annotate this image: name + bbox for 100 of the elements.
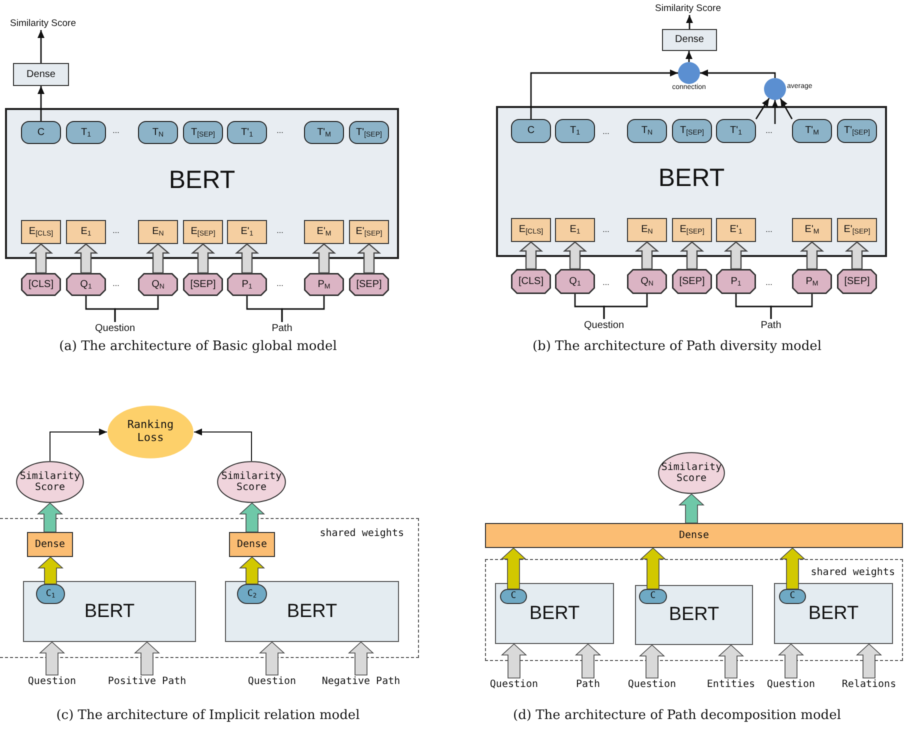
input-token-octagon xyxy=(555,269,595,294)
node-label: BERT xyxy=(168,166,236,195)
ellipsis-text: ... xyxy=(112,278,120,290)
similarity-score-ellipse xyxy=(217,461,286,503)
input-token-octagon xyxy=(21,273,61,296)
node-label: E$_{[CLS]}$ xyxy=(28,226,54,238)
node-label: Similarity Score xyxy=(220,470,283,494)
ellipsis-text: ... xyxy=(276,278,284,290)
arrow xyxy=(530,70,678,119)
node-label: [CLS] xyxy=(518,276,544,288)
block-arrow xyxy=(500,547,527,590)
block-arrow xyxy=(718,644,744,678)
figure-caption: (a) The architecture of Basic global model xyxy=(58,338,338,356)
arrow xyxy=(686,51,692,62)
block-arrow xyxy=(234,243,260,274)
node-label: T$_{[SEP]}$ xyxy=(190,126,215,138)
figure-caption: (c) The architecture of Implicit relation model xyxy=(55,707,361,725)
dense-layer-box xyxy=(13,63,69,86)
operation-circle xyxy=(764,78,786,100)
node-label: BERT xyxy=(658,164,725,193)
shared-weights-region xyxy=(0,518,419,658)
block-arrow xyxy=(348,641,374,676)
node-label: T'$_{M}$ xyxy=(805,125,819,137)
node-label: T'$_{1}$ xyxy=(730,125,742,137)
label-text: Path xyxy=(757,319,785,332)
block-arrow xyxy=(779,547,806,590)
embedding-box xyxy=(672,218,712,242)
node-label: C xyxy=(527,125,535,137)
node-label: E$_{N}$ xyxy=(152,226,164,238)
node-label: Similarity Score xyxy=(18,470,82,494)
node-label: BERT xyxy=(286,600,338,622)
block-arrow xyxy=(238,556,266,584)
block-arrow xyxy=(356,243,382,274)
node-label: Q$_{1}$ xyxy=(569,276,581,288)
node-label: BERT xyxy=(668,604,720,626)
bert-encoder-box xyxy=(495,583,614,644)
ellipsis-text: ... xyxy=(602,224,610,236)
node-label: BERT xyxy=(529,602,580,624)
label-text: Question xyxy=(244,675,300,688)
cls-output-box xyxy=(500,589,527,604)
output-token-box xyxy=(183,121,223,144)
block-arrow xyxy=(724,241,748,270)
input-token-octagon xyxy=(837,269,877,294)
block-arrow xyxy=(190,243,216,274)
output-token-box xyxy=(227,121,267,144)
bert-encoder-box xyxy=(496,106,887,257)
arrow xyxy=(772,100,778,124)
node-label: Dense xyxy=(675,34,704,46)
node-label: E'$_{M}$ xyxy=(804,224,820,236)
ellipsis-text: ... xyxy=(112,125,120,137)
embedding-box xyxy=(511,218,551,242)
embedding-box xyxy=(716,218,756,242)
block-arrow xyxy=(312,243,336,274)
node-label: shared weights xyxy=(320,528,404,540)
node-label: E$_{[CLS]}$ xyxy=(518,224,544,236)
similarity-score-ellipse xyxy=(16,461,84,503)
input-token-octagon xyxy=(627,269,667,294)
embedding-box xyxy=(183,220,223,244)
node-label: BERT xyxy=(84,600,135,622)
node-label: Similarity Score xyxy=(660,462,723,484)
output-token-box xyxy=(555,119,595,143)
node-label: C xyxy=(510,591,516,602)
block-arrow xyxy=(640,547,666,590)
ellipsis-text: ... xyxy=(764,277,774,289)
block-arrow xyxy=(678,493,705,524)
node-label: E$_{[SEP]}$ xyxy=(680,224,704,236)
block-arrow xyxy=(37,556,64,584)
node-label: E'$_{[SEP]}$ xyxy=(844,224,870,236)
node-label: E$_{N}$ xyxy=(641,224,653,236)
label-text: ... xyxy=(760,124,778,137)
dense-layer-box xyxy=(27,532,73,557)
node-label: Dense xyxy=(26,68,56,80)
block-arrow xyxy=(28,243,54,274)
bracket-line xyxy=(603,294,648,319)
node-label: [CLS] xyxy=(28,278,54,290)
node-label: E$_{[SEP]}$ xyxy=(190,226,216,238)
label-text: Positive Path xyxy=(104,675,190,688)
ellipsis-text: ... xyxy=(276,225,284,237)
output-token-box xyxy=(304,121,344,144)
input-token-octagon xyxy=(511,269,551,294)
node-label: [SEP] xyxy=(190,278,216,290)
node-label: C$_{2}$ xyxy=(247,588,257,600)
bert-encoder-box xyxy=(5,108,399,259)
block-arrow xyxy=(800,241,824,270)
block-arrow xyxy=(134,641,160,676)
operation-circle xyxy=(678,62,700,84)
node-label: T'$_{M}$ xyxy=(317,126,331,138)
node-label: Dense xyxy=(678,530,710,542)
label-text: Similarity Score xyxy=(648,2,728,15)
output-token-box xyxy=(511,119,551,143)
label-text: Question xyxy=(90,322,140,335)
node-label: T'$_{1}$ xyxy=(241,126,253,138)
embedding-box xyxy=(837,218,877,242)
similarity-score-ellipse xyxy=(658,452,725,494)
node-label: Ranking Loss xyxy=(126,419,175,445)
node-label: [SEP] xyxy=(679,276,705,288)
node-label: T$_{N}$ xyxy=(641,125,653,137)
output-token-box xyxy=(792,119,832,143)
node-label: Q$_{1}$ xyxy=(80,278,92,290)
output-token-box xyxy=(66,121,106,144)
